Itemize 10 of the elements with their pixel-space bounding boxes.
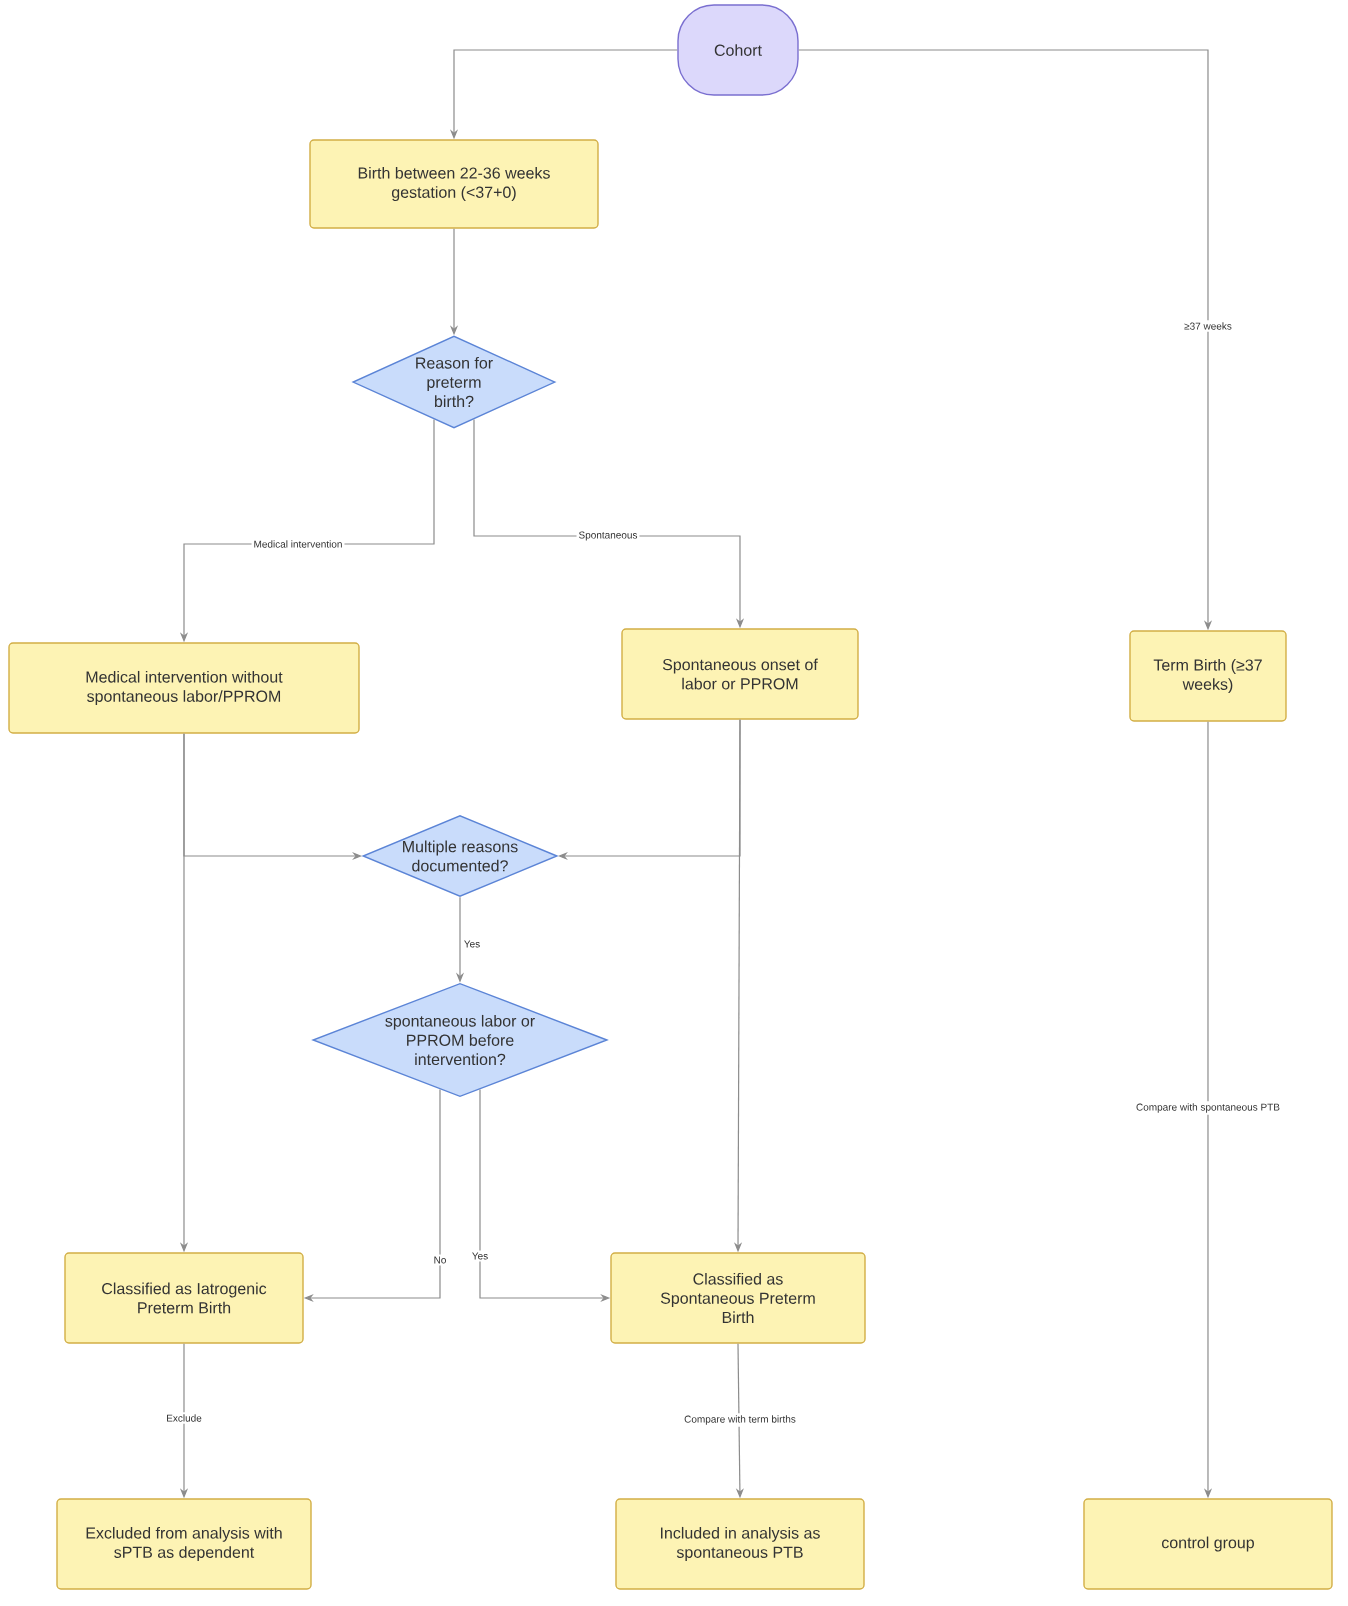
process-box: Included in analysis as spontaneous PTB (615, 1498, 865, 1590)
process-box: Spontaneous onset of labor or PPROM (621, 628, 859, 720)
process-box: Classified as Iatrogenic Preterm Birth (64, 1252, 304, 1344)
process-box: Term Birth (≥37 weeks) (1129, 630, 1287, 722)
start-terminal: Cohort (677, 4, 799, 96)
process-box: Medical intervention without spontaneous labor/PPROM (8, 642, 360, 734)
process-box: Excluded from analysis with sPTB as dependent (56, 1498, 312, 1590)
process-box: control group (1083, 1498, 1333, 1590)
process-box: Classified as Spontaneous Preterm Birth (610, 1252, 866, 1344)
process-box: Birth between 22-36 weeks gestation (<37+0) (309, 139, 599, 229)
